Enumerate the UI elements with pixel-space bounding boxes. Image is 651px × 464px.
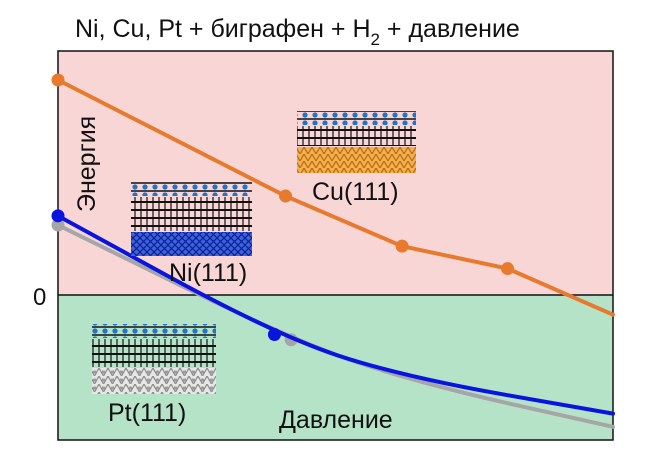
pt111-structure-inset bbox=[92, 324, 216, 394]
data-point-cu111-3 bbox=[501, 262, 515, 276]
chart-title: Ni, Cu, Pt + биграфен + H2 + давление bbox=[75, 15, 520, 49]
title-tail: + давление bbox=[380, 15, 520, 43]
data-point-cu111-2 bbox=[395, 239, 409, 253]
series-label-pt111: Pt(111) bbox=[108, 399, 186, 427]
series-line-ni111 bbox=[56, 213, 615, 416]
series-label-cu111: Cu(111) bbox=[312, 178, 399, 206]
data-point-pt111-0 bbox=[51, 218, 65, 232]
cu111-structure-inset bbox=[297, 111, 416, 173]
data-point-ni111-1 bbox=[267, 328, 281, 342]
x-axis-label: Давление bbox=[279, 406, 393, 434]
zero-tick-label: 0 bbox=[33, 284, 46, 311]
data-point-cu111-0 bbox=[51, 73, 65, 87]
data-point-ni111-0 bbox=[51, 209, 65, 223]
series-label-ni111: Ni(111) bbox=[169, 259, 247, 287]
ni111-structure-inset bbox=[131, 182, 252, 256]
plot-frame bbox=[57, 50, 614, 441]
y-axis-label: Энергия bbox=[73, 116, 101, 212]
title-subscript: 2 bbox=[371, 30, 380, 49]
data-point-cu111-1 bbox=[279, 189, 293, 203]
negative-energy-region bbox=[58, 294, 613, 440]
